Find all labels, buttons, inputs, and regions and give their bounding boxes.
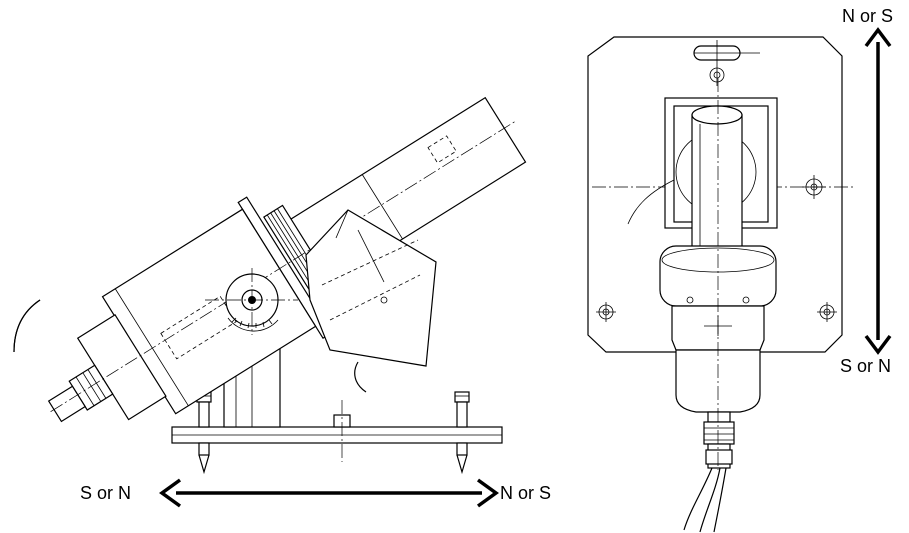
vertical-tube	[691, 105, 743, 256]
side-view-drawing	[13, 96, 527, 475]
label-left-arrow-start: S or N	[80, 483, 131, 503]
side-housing	[305, 209, 437, 393]
label-right-arrow-bottom: S or N	[840, 356, 891, 376]
pivot-hub	[205, 268, 298, 335]
leveling-screw-left	[196, 391, 212, 475]
cable	[13, 299, 41, 353]
connector	[703, 411, 735, 469]
top-slot	[693, 40, 760, 86]
base-plate	[171, 400, 503, 462]
cable-front	[683, 467, 727, 533]
vertical-arrow	[864, 27, 892, 355]
horizontal-arrow	[159, 478, 499, 508]
front-view-drawing	[587, 36, 855, 533]
leveling-screw-right	[454, 391, 470, 475]
label-left-arrow-end: N or S	[500, 483, 551, 503]
label-right-arrow-top: N or S	[842, 6, 893, 26]
instrument-body	[47, 96, 527, 423]
